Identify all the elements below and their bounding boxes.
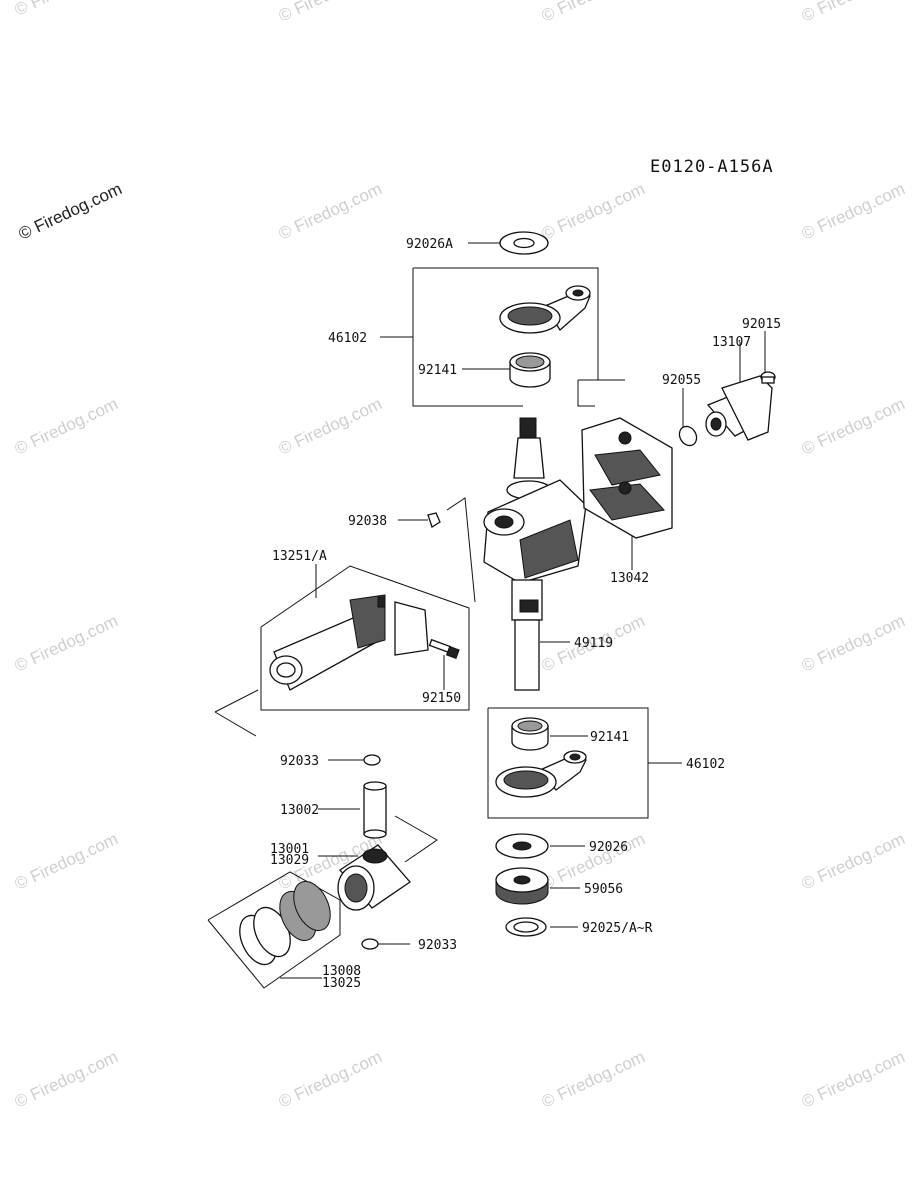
watermark: © Firedog.com: [276, 1047, 385, 1111]
leader-lines: [207, 242, 766, 989]
label-92026: 92026: [589, 840, 628, 855]
circlip-92033-bottom: [361, 938, 379, 950]
watermark: © Firedog.com: [799, 0, 908, 26]
piston-rings-13008: [239, 880, 331, 966]
balancer-weight-13042: [581, 417, 673, 539]
shim-92025: [505, 917, 547, 937]
label-92141-bottom: 92141: [590, 730, 629, 745]
bushing-92141-bottom: [511, 717, 549, 751]
washer-92026: [495, 833, 549, 859]
conrod-13251A: [269, 594, 429, 691]
gear-59056: [495, 867, 549, 905]
circlip-92033-top: [363, 754, 381, 766]
watermark: © Firedog.com: [539, 179, 648, 243]
label-13042: 13042: [610, 571, 649, 586]
pin-13002: [363, 781, 387, 839]
watermark: © Firedog.com: [276, 0, 385, 26]
label-92015: 92015: [742, 317, 781, 332]
watermark-main: © Firedog.com: [16, 179, 125, 243]
part-labels: 92026A 46102 92141 92015 13107 92055 920…: [270, 237, 781, 991]
label-92038: 92038: [348, 514, 387, 529]
housing-13107: [705, 375, 773, 441]
label-92026A: 92026A: [406, 237, 453, 252]
label-92150: 92150: [422, 691, 461, 706]
conrod-46102-top: [499, 285, 591, 334]
label-92055: 92055: [662, 373, 701, 388]
label-92025: 92025/A~R: [582, 921, 653, 936]
watermark: © Firedog.com: [539, 0, 648, 26]
label-92141-top: 92141: [418, 363, 457, 378]
label-46102-bottom: 46102: [686, 757, 725, 772]
watermark: © Firedog.com: [12, 829, 121, 893]
diagram-code: E0120-A156A: [650, 157, 774, 177]
piston-13001: [337, 844, 411, 911]
bolt-92150: [428, 638, 460, 660]
label-92033-bottom: 92033: [418, 938, 457, 953]
label-13002: 13002: [280, 803, 319, 818]
watermark: © Firedog.com: [799, 829, 908, 893]
label-59056: 59056: [584, 882, 623, 897]
label-92033-top: 92033: [280, 754, 319, 769]
label-13251A: 13251/A: [272, 549, 327, 564]
label-13025: 13025: [322, 976, 361, 991]
label-49119: 49119: [574, 636, 613, 651]
crankshaft-49119: [483, 417, 587, 691]
watermark: © Firedog.com: [799, 611, 908, 675]
label-13029: 13029: [270, 853, 309, 868]
watermark: © Firedog.com: [799, 179, 908, 243]
watermark: © Firedog.com: [539, 1047, 648, 1111]
watermark: © Firedog.com: [12, 611, 121, 675]
label-13008: 13008: [322, 964, 361, 979]
label-13107: 13107: [712, 335, 751, 350]
watermark: © Firedog.com: [12, 0, 121, 20]
watermark: © Firedog.com: [799, 394, 908, 458]
bolt-92015: [760, 371, 776, 384]
watermark: © Firedog.com: [276, 179, 385, 243]
conrod-46102-bottom: [495, 750, 587, 798]
label-13001: 13001: [270, 842, 309, 857]
bushing-92141-top: [509, 352, 551, 388]
key-92038: [427, 512, 441, 528]
watermark: © Firedog.com: [276, 394, 385, 458]
washer-92026A: [499, 231, 549, 255]
label-46102-top: 46102: [328, 331, 367, 346]
oring-92055: [678, 425, 698, 447]
watermark: © Firedog.com: [12, 1047, 121, 1111]
watermark: © Firedog.com: [12, 394, 121, 458]
watermark: © Firedog.com: [799, 1047, 908, 1111]
